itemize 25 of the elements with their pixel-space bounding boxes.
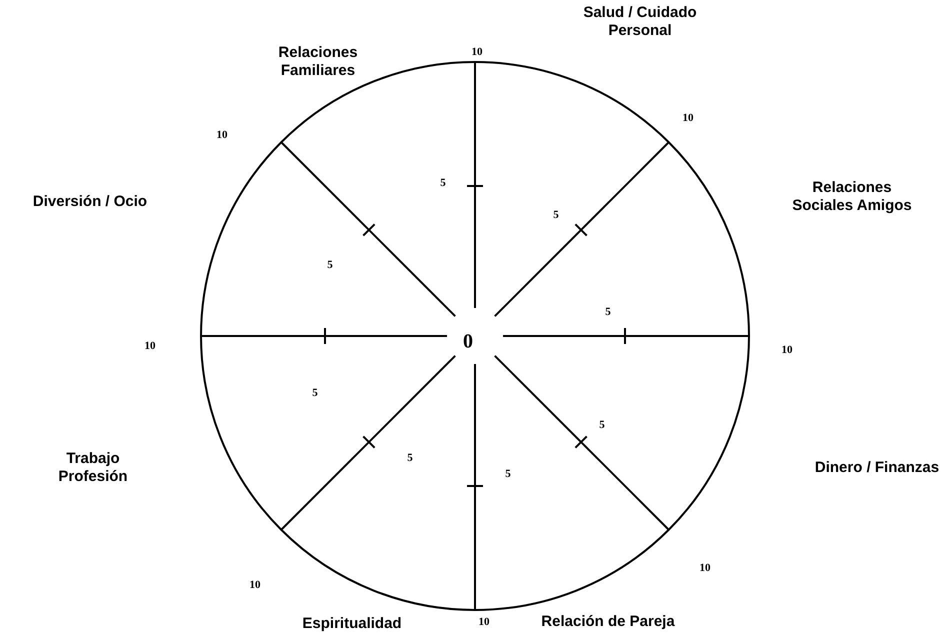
scale-number: 5 bbox=[440, 177, 446, 189]
scale-number: 10 bbox=[472, 46, 482, 58]
category-label: Salud / Cuidado Personal bbox=[582, 4, 698, 40]
scale-number: 5 bbox=[605, 306, 611, 318]
category-label: Dinero / Finanzas bbox=[814, 459, 940, 477]
category-label: Diversión / Ocio bbox=[32, 193, 148, 211]
scale-number: 5 bbox=[599, 419, 605, 431]
scale-number: 5 bbox=[505, 468, 511, 480]
scale-number: 5 bbox=[327, 259, 333, 271]
category-label: Relaciones Sociales Amigos bbox=[791, 179, 913, 215]
scale-number: 10 bbox=[144, 340, 156, 352]
category-label: Espiritualidad bbox=[301, 615, 403, 633]
scale-number: 5 bbox=[407, 452, 413, 464]
category-label: Relación de Pareja bbox=[540, 613, 676, 631]
scale-number: 5 bbox=[312, 387, 318, 399]
scale-number: 10 bbox=[682, 112, 694, 124]
scale-number: 5 bbox=[553, 209, 559, 221]
category-label: Trabajo Profesión bbox=[57, 450, 129, 486]
center-number: 0 bbox=[463, 330, 473, 354]
scale-number: 10 bbox=[700, 562, 710, 574]
scale-number: 10 bbox=[478, 616, 490, 628]
scale-number: 10 bbox=[216, 129, 228, 141]
scale-number: 10 bbox=[250, 579, 260, 591]
category-label: Relaciones Familiares bbox=[277, 44, 359, 80]
scale-number: 10 bbox=[782, 344, 792, 356]
